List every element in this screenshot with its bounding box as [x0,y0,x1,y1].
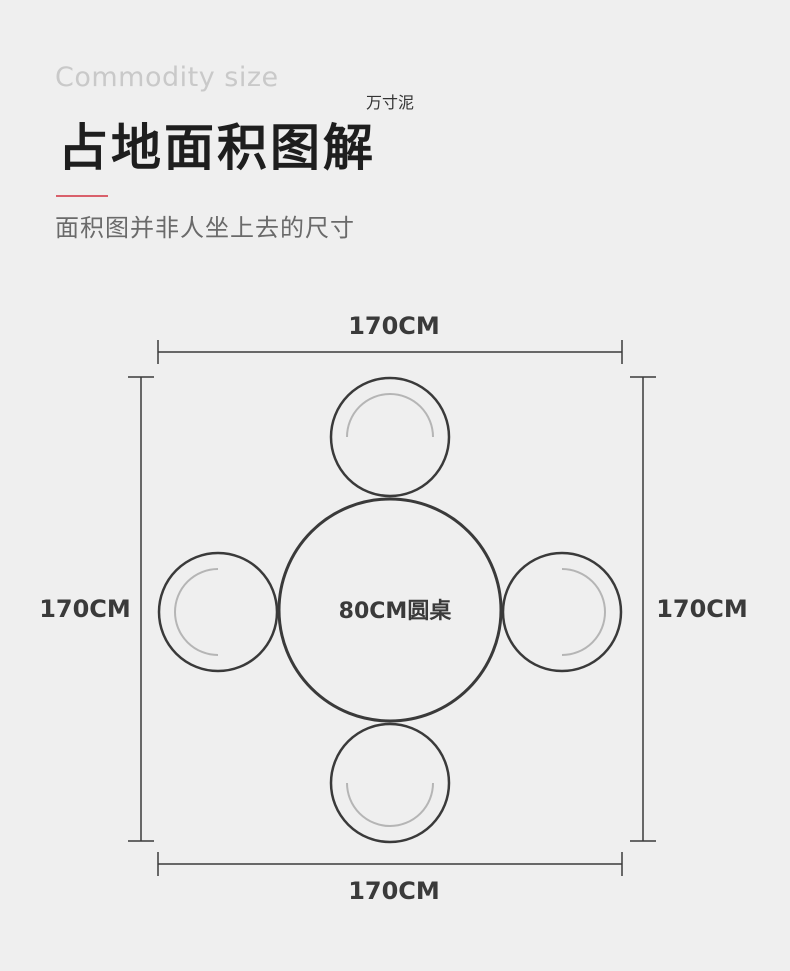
left-dimension-label: 170CM [39,595,131,623]
page-title: 占地面积图解 [58,119,376,177]
top-dimension-line [157,340,623,364]
subtitle-english: Commodity size [55,62,279,93]
table-label: 80CM圆桌 [339,599,453,624]
chair-right [501,551,623,673]
right-dimension-label: 170CM [656,595,748,623]
accent-divider [56,195,108,197]
bottom-dimension-line [157,852,623,876]
chair-bottom [329,722,451,844]
bottom-dimension-label: 170CM [348,877,440,905]
brand-name: 万寸泥 [366,93,415,112]
size-note: 面积图并非人坐上去的尺寸 [55,214,355,242]
round-table [277,497,503,723]
chair-top [329,376,451,498]
right-dimension-line [630,376,656,842]
chair-left [157,551,279,673]
left-dimension-line [128,376,154,842]
top-dimension-label: 170CM [348,312,440,340]
